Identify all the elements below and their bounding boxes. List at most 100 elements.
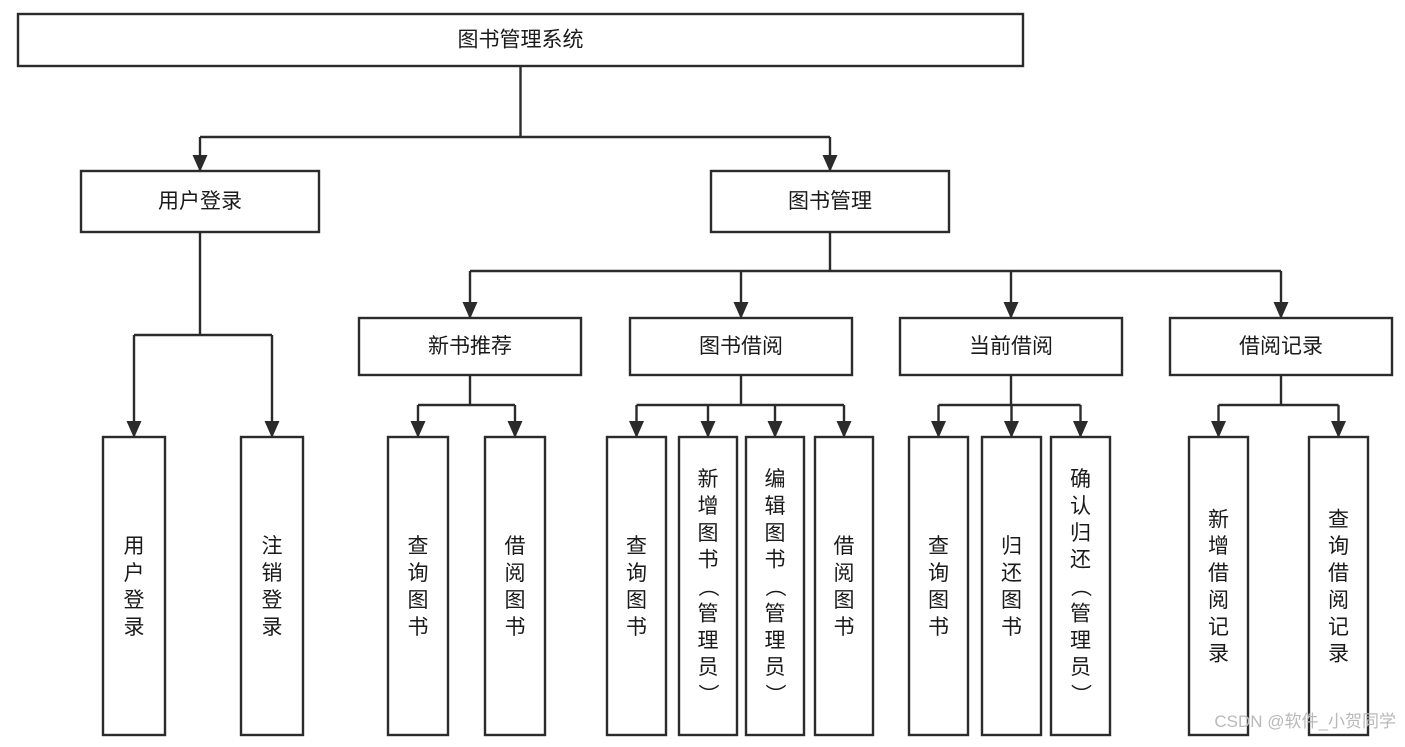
svg-text:查: 查 [626, 535, 647, 558]
svg-text:图: 图 [626, 589, 647, 612]
svg-text:归: 归 [1070, 522, 1091, 545]
node-user-login[interactable]: 用户登录 [79, 169, 321, 234]
svg-text:阅: 阅 [505, 562, 526, 585]
arrow-head-down [1211, 421, 1226, 438]
svg-text:）: ） [763, 684, 786, 705]
connector-lines [132, 66, 1340, 436]
svg-text:图: 图 [834, 589, 855, 612]
svg-text:（: （ [696, 576, 719, 597]
svg-text:）: ） [696, 684, 719, 705]
svg-text:借: 借 [1208, 562, 1229, 585]
svg-text:图: 图 [1001, 589, 1022, 612]
node-book-management[interactable]: 图书管理 [709, 169, 951, 234]
node-book-borrow[interactable]: 图书借阅 [628, 316, 854, 377]
arrow-head-down [410, 421, 426, 438]
svg-text:书: 书 [928, 616, 949, 639]
svg-text:借: 借 [1328, 562, 1349, 585]
svg-text:管: 管 [765, 602, 786, 625]
svg-text:借: 借 [834, 535, 855, 558]
node-leaf-edit-book-admin-rect [744, 435, 806, 737]
svg-text:还: 还 [1001, 562, 1022, 585]
svg-text:录: 录 [262, 616, 283, 639]
svg-text:归: 归 [1001, 535, 1022, 558]
arrow-head-down [1073, 421, 1088, 438]
node-root-label: 图书管理系统 [458, 29, 584, 52]
svg-text:书: 书 [1001, 616, 1022, 639]
svg-text:认: 认 [1070, 495, 1091, 518]
node-leaf-user-login[interactable]: 用户登录 [101, 435, 167, 737]
arrow-head-down [767, 421, 783, 438]
svg-text:书: 书 [505, 616, 526, 639]
svg-text:查: 查 [1328, 508, 1349, 531]
node-book-management-label: 图书管理 [788, 190, 872, 213]
svg-text:增: 增 [1208, 535, 1229, 558]
svg-text:）: ） [1069, 684, 1092, 705]
svg-text:员: 员 [698, 656, 719, 679]
node-current-borrow[interactable]: 当前借阅 [898, 316, 1124, 377]
arrow-head-down [629, 421, 644, 438]
node-new-book-recommend-label: 新书推荐 [428, 335, 512, 358]
svg-text:注: 注 [262, 535, 283, 558]
arrow-head-down [931, 421, 946, 438]
node-leaf-borrow-book-rect [813, 435, 875, 737]
svg-text:询: 询 [1328, 535, 1349, 558]
node-leaf-borrow-book-recommend-rect [483, 435, 547, 737]
svg-text:查: 查 [408, 535, 429, 558]
node-book-management-rect [709, 169, 951, 234]
arrow-head-down [1273, 302, 1289, 319]
svg-text:（: （ [763, 576, 786, 597]
arrow-head-down [733, 302, 749, 319]
node-borrow-record[interactable]: 借阅记录 [1168, 316, 1394, 377]
node-new-book-recommend[interactable]: 新书推荐 [357, 316, 583, 377]
node-user-login-rect [79, 169, 321, 234]
arrow-head-down [1004, 421, 1019, 438]
svg-text:查: 查 [928, 535, 949, 558]
node-leaf-query-borrow-record-rect [1307, 435, 1370, 737]
arrow-head-down [1331, 421, 1346, 438]
svg-text:阅: 阅 [1208, 589, 1229, 612]
node-new-book-recommend-rect [357, 316, 583, 377]
node-root[interactable]: 图书管理系统 [16, 12, 1025, 68]
svg-text:书: 书 [765, 549, 786, 572]
node-user-login-label: 用户登录 [158, 190, 242, 213]
svg-text:询: 询 [626, 562, 647, 585]
node-current-borrow-rect [898, 316, 1124, 377]
svg-text:图: 图 [698, 522, 719, 545]
svg-text:登: 登 [124, 589, 145, 612]
arrow-head-down [700, 421, 716, 438]
node-leaf-query-book-borrow-rect [605, 435, 668, 737]
svg-text:阅: 阅 [834, 562, 855, 585]
node-boxes: 图书管理系统用户登录图书管理新书推荐图书借阅当前借阅借阅记录用户登录注销登录查询… [16, 12, 1394, 737]
svg-text:书: 书 [408, 616, 429, 639]
arrow-head-down [126, 421, 142, 438]
svg-text:录: 录 [1208, 643, 1229, 666]
csdn-watermark: CSDN @软件_小贺同学 [1214, 712, 1396, 731]
svg-text:图: 图 [928, 589, 949, 612]
svg-text:书: 书 [698, 549, 719, 572]
svg-text:编: 编 [765, 468, 786, 491]
node-leaf-user-login-label: 用户登录 [124, 535, 145, 639]
svg-text:理: 理 [1070, 629, 1091, 652]
